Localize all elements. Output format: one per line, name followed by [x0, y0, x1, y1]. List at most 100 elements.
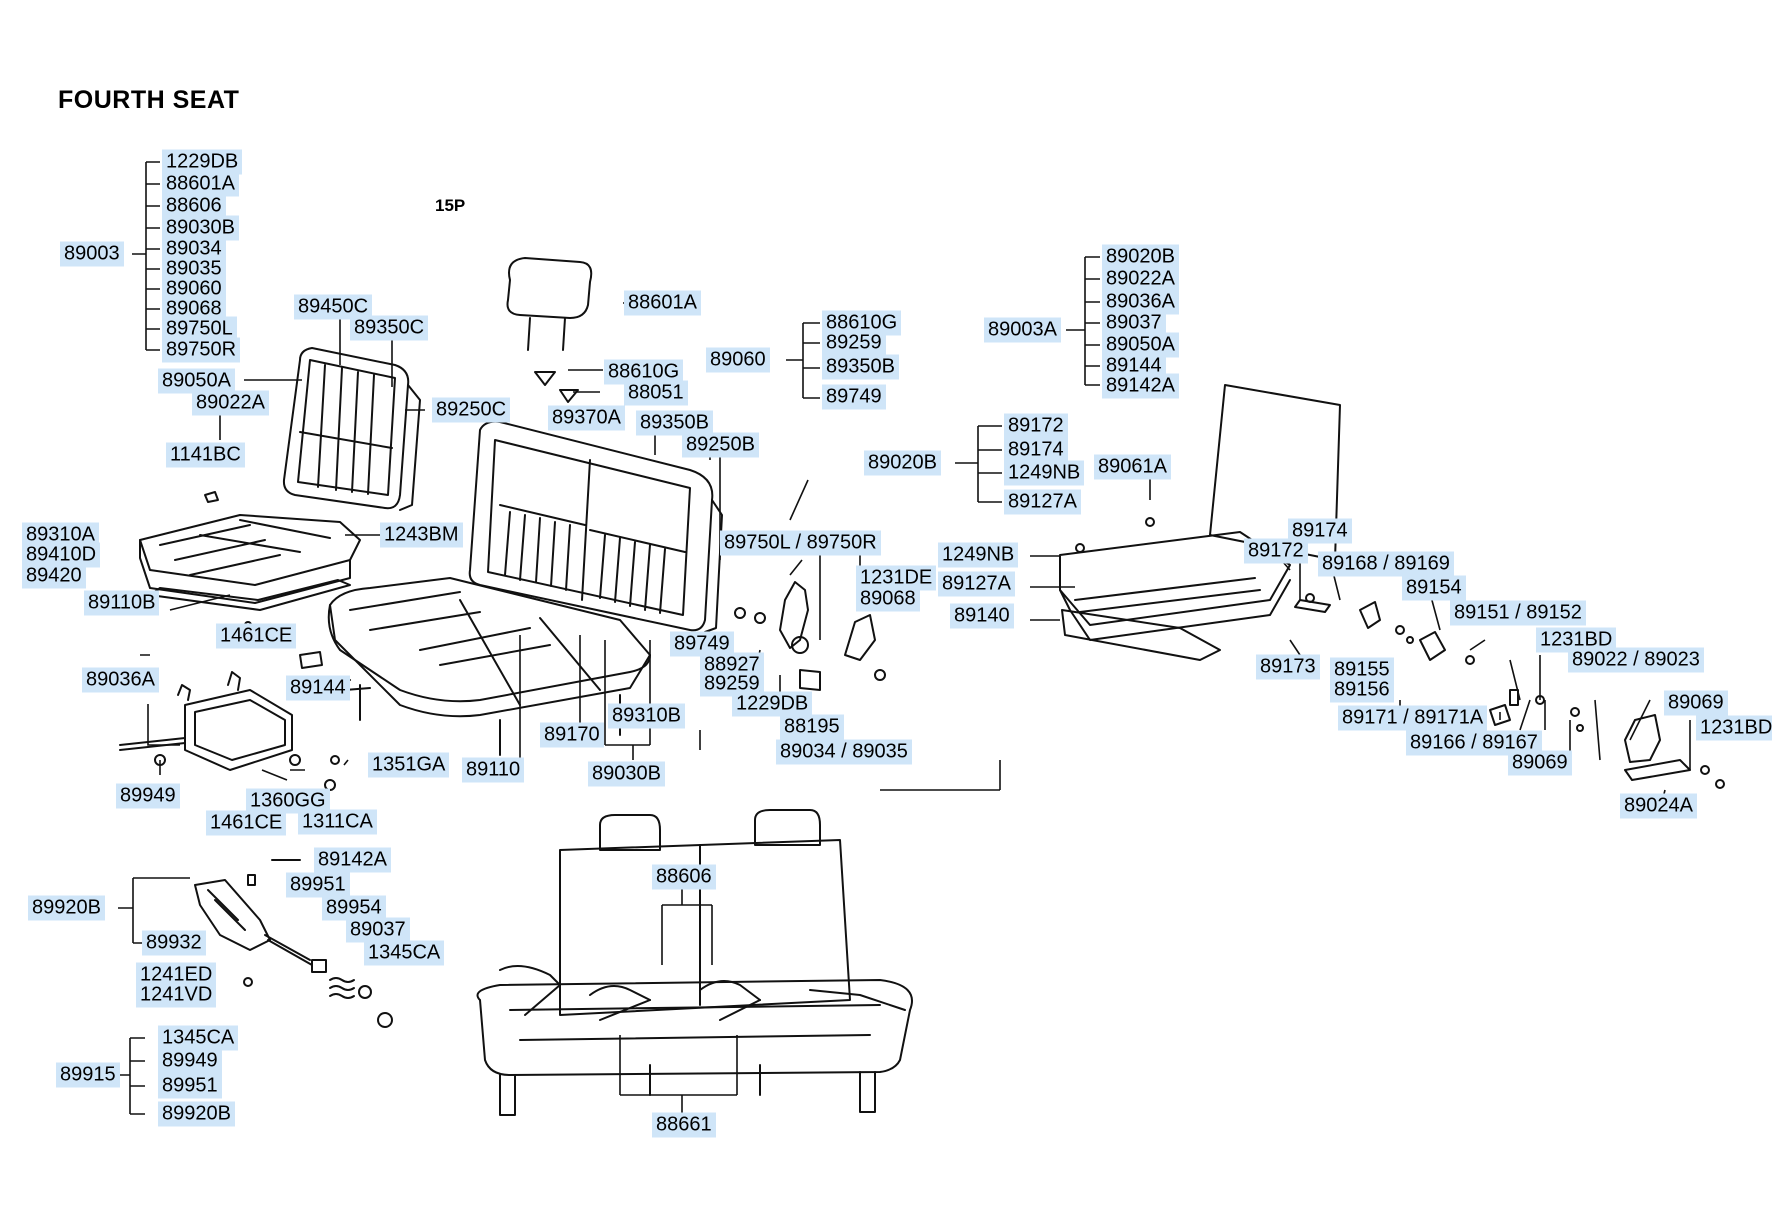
callout-89350B[interactable]: 89350B: [822, 354, 899, 380]
callout-89030B[interactable]: 89030B: [588, 761, 665, 787]
callout-89020B[interactable]: 89020B: [1102, 244, 1179, 270]
callout-89061A[interactable]: 89061A: [1094, 454, 1171, 480]
callout-1345CA[interactable]: 1345CA: [158, 1025, 239, 1051]
callout-89750L-89750R[interactable]: 89750L / 89750R: [720, 530, 881, 556]
callout-89050A[interactable]: 89050A: [158, 368, 235, 394]
callout-88601A[interactable]: 88601A: [624, 290, 701, 316]
center-hardware: [204, 491, 886, 691]
callout-89749[interactable]: 89749: [670, 631, 734, 657]
headrest: [506, 257, 593, 403]
callout-89172[interactable]: 89172: [1004, 413, 1068, 439]
callout-89110B[interactable]: 89110B: [84, 590, 160, 616]
callout-89036A[interactable]: 89036A: [1102, 289, 1179, 315]
callout-1241VD[interactable]: 1241VD: [136, 982, 217, 1008]
callout-89003A[interactable]: 89003A: [984, 317, 1061, 343]
callout-89420[interactable]: 89420: [22, 563, 86, 589]
callout-89350B[interactable]: 89350B: [636, 410, 713, 436]
callout-89060[interactable]: 89060: [706, 347, 770, 373]
callout-89020B[interactable]: 89020B: [864, 450, 941, 476]
callout-89310B[interactable]: 89310B: [608, 703, 685, 729]
callout-1461CE[interactable]: 1461CE: [206, 810, 287, 836]
callout-1249NB[interactable]: 1249NB: [938, 542, 1019, 568]
callout-1229DB[interactable]: 1229DB: [162, 149, 243, 175]
callout-89142A[interactable]: 89142A: [314, 847, 391, 873]
callout-1231BD[interactable]: 1231BD: [1696, 715, 1772, 741]
lock-bracket-assembly: [194, 859, 393, 1028]
callout-89030B[interactable]: 89030B: [162, 215, 239, 241]
callout-88661[interactable]: 88661: [652, 1112, 716, 1138]
callout-89250C[interactable]: 89250C: [432, 397, 511, 423]
callout-1461CE[interactable]: 1461CE: [216, 623, 297, 649]
callout-1243BM[interactable]: 1243BM: [380, 522, 463, 548]
callout-89024A[interactable]: 89024A: [1620, 793, 1697, 819]
callout-89036A[interactable]: 89036A: [82, 667, 159, 693]
callout-1345CA[interactable]: 1345CA: [364, 940, 445, 966]
callout-89144[interactable]: 89144: [286, 675, 350, 701]
callout-89110[interactable]: 89110: [462, 757, 525, 783]
callout-89949[interactable]: 89949: [116, 783, 180, 809]
callout-88610G[interactable]: 88610G: [604, 359, 684, 385]
callout-88195[interactable]: 88195: [780, 714, 844, 740]
callout-89022A[interactable]: 89022A: [1102, 266, 1179, 292]
callout-89949[interactable]: 89949: [158, 1048, 222, 1074]
callout-89003[interactable]: 89003: [60, 241, 124, 267]
callout-89173[interactable]: 89173: [1256, 654, 1320, 680]
callout-1231BD[interactable]: 1231BD: [1536, 627, 1617, 653]
callout-89750R[interactable]: 89750R: [162, 337, 241, 363]
callout-89154[interactable]: 89154: [1402, 575, 1466, 601]
callout-89171-89171A[interactable]: 89171 / 89171A: [1338, 705, 1488, 731]
callout-89750L[interactable]: 89750L: [162, 316, 237, 342]
callout-89259[interactable]: 89259: [700, 671, 764, 697]
callout-89034-89035[interactable]: 89034 / 89035: [776, 739, 912, 765]
callout-89915[interactable]: 89915: [56, 1062, 120, 1088]
callout-89951[interactable]: 89951: [286, 872, 350, 898]
left-seat-cushion: [139, 514, 361, 611]
callout-89127A[interactable]: 89127A: [1004, 489, 1081, 515]
page-title: FOURTH SEAT: [58, 86, 240, 114]
callout-89022-89023[interactable]: 89022 / 89023: [1568, 647, 1704, 673]
callout-89022A[interactable]: 89022A: [192, 390, 269, 416]
callout-1229DB[interactable]: 1229DB: [732, 691, 813, 717]
callout-89069[interactable]: 89069: [1664, 690, 1728, 716]
left-hinge-assembly: [119, 651, 336, 791]
callout-89932[interactable]: 89932: [142, 930, 206, 956]
callout-89174[interactable]: 89174: [1004, 437, 1068, 463]
callout-89749[interactable]: 89749: [822, 384, 886, 410]
callout-89172[interactable]: 89172: [1244, 538, 1308, 564]
callout-1249NB[interactable]: 1249NB: [1004, 460, 1085, 486]
callout-88601A[interactable]: 88601A: [162, 171, 239, 197]
callout-89156[interactable]: 89156: [1330, 677, 1394, 703]
callout-1311CA[interactable]: 1311CA: [298, 809, 377, 835]
callout-89127A[interactable]: 89127A: [938, 571, 1015, 597]
callout-89151-89152[interactable]: 89151 / 89152: [1450, 600, 1586, 626]
callout-1351GA[interactable]: 1351GA: [368, 752, 450, 778]
callout-88606[interactable]: 88606: [162, 193, 226, 219]
fasteners: [244, 517, 1414, 765]
callout-89920B[interactable]: 89920B: [158, 1101, 235, 1127]
callout-89350C[interactable]: 89350C: [350, 315, 429, 341]
callout-89250B[interactable]: 89250B: [682, 432, 759, 458]
callout-1141BC[interactable]: 1141BC: [166, 442, 245, 468]
callout-88051[interactable]: 88051: [624, 380, 688, 406]
callout-89069[interactable]: 89069: [1508, 750, 1572, 776]
callout-89050A[interactable]: 89050A: [1102, 332, 1179, 358]
callout-89140[interactable]: 89140: [950, 603, 1014, 629]
callout-89370A[interactable]: 89370A: [548, 405, 625, 431]
callout-89068[interactable]: 89068: [856, 586, 920, 612]
callout-89259[interactable]: 89259: [822, 330, 886, 356]
callout-89168-89169[interactable]: 89168 / 89169: [1318, 551, 1454, 577]
callout-1231DE[interactable]: 1231DE: [856, 565, 937, 591]
callout-89920B[interactable]: 89920B: [28, 895, 105, 921]
callout-89037[interactable]: 89037: [1102, 310, 1166, 336]
callout-89170[interactable]: 89170: [540, 722, 604, 748]
callout-89450C[interactable]: 89450C: [294, 294, 373, 320]
callout-89142A[interactable]: 89142A: [1102, 373, 1179, 399]
callout-89410D[interactable]: 89410D: [22, 542, 101, 568]
callout-1360GG[interactable]: 1360GG: [246, 788, 330, 814]
callout-89954[interactable]: 89954: [322, 895, 386, 921]
callout-89037[interactable]: 89037: [346, 917, 410, 943]
callout-89951[interactable]: 89951: [158, 1073, 222, 1099]
callout-88606[interactable]: 88606: [652, 864, 716, 890]
